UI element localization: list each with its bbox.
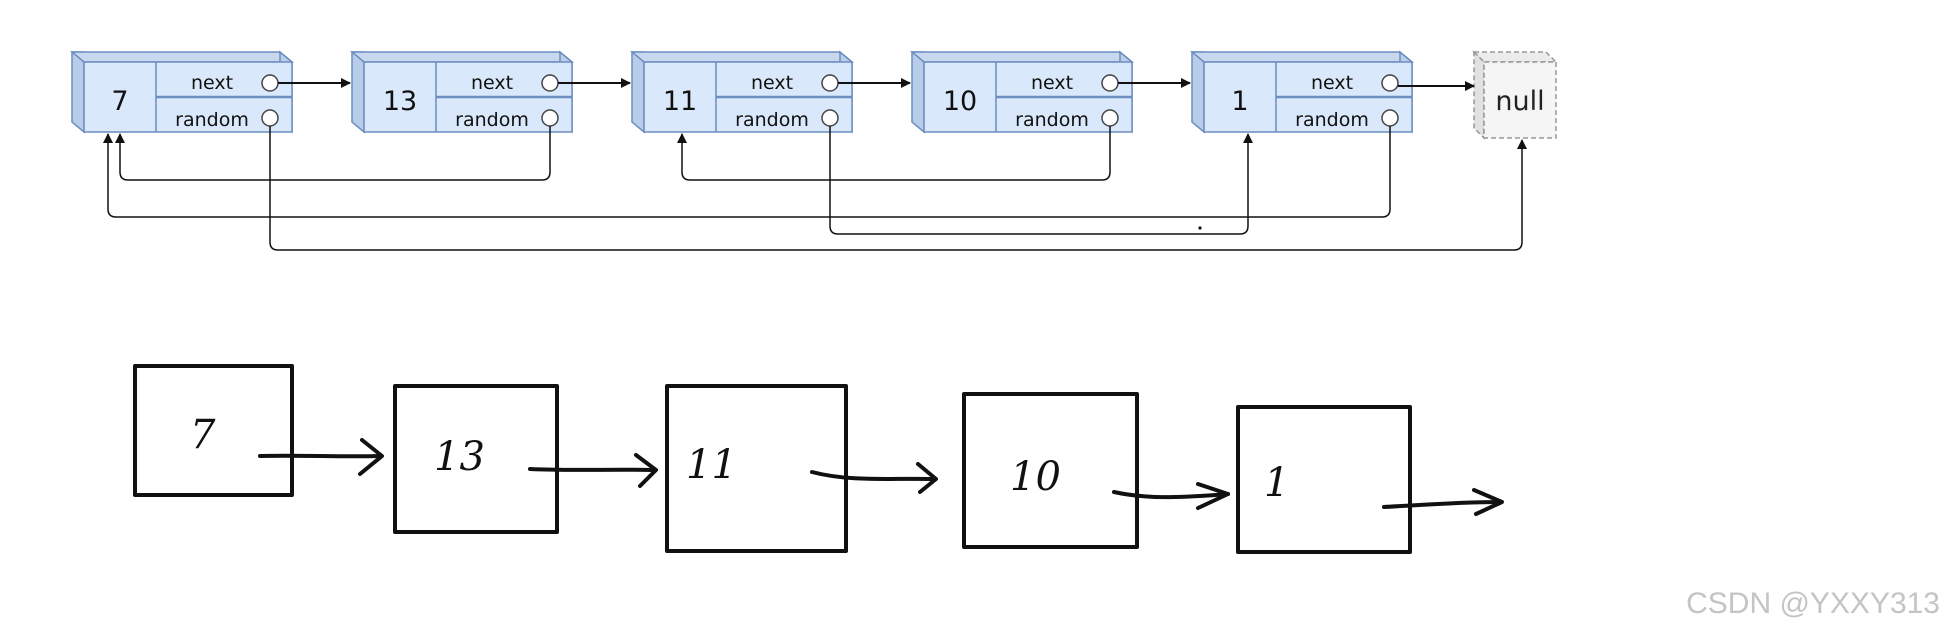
sketch-arrowhead — [634, 453, 658, 488]
next-field-label: next — [191, 72, 233, 94]
next-field-label: next — [751, 72, 793, 94]
node-value: 10 — [943, 86, 977, 117]
sketch-node-value: 11 — [686, 442, 737, 488]
next-pointer-dot — [541, 74, 559, 92]
sketch-arrowhead — [358, 438, 384, 476]
random-pointer-dot — [541, 109, 559, 127]
random-pointer-dot — [821, 109, 839, 127]
sketch-node-10: 10 — [962, 392, 1139, 549]
node-10: 10 next random — [909, 50, 1135, 134]
node-1: 1 next random — [1189, 50, 1415, 134]
null-node: null — [1472, 50, 1558, 140]
null-label: null — [1495, 86, 1544, 117]
random-field-label: random — [735, 109, 809, 131]
node-value: 7 — [111, 86, 128, 117]
sketch-node-value: 13 — [434, 434, 485, 480]
node-13: 13 next random — [349, 50, 575, 134]
next-field-label: next — [1311, 72, 1353, 94]
random-pointer-dot — [261, 109, 279, 127]
sketch-arrow — [810, 470, 936, 481]
sketch-node-7: 7 — [133, 364, 294, 497]
node-value: 1 — [1231, 86, 1248, 117]
next-pointer-dot — [1101, 74, 1119, 92]
random-arrow-10-to-11 — [677, 126, 1111, 181]
random-arrow-13-to-7 — [115, 126, 551, 181]
sketch-node-11: 11 — [665, 384, 848, 553]
next-arrows — [278, 78, 1475, 91]
next-field-label: next — [471, 72, 513, 94]
random-arrows — [103, 126, 1527, 251]
sketch-node-1: 1 — [1236, 405, 1412, 554]
watermark: CSDN @YXXY313 — [1686, 587, 1940, 620]
random-field-label: random — [455, 109, 529, 131]
node-value: 11 — [663, 86, 697, 117]
sketch-node-value: 7 — [190, 412, 216, 458]
node-11: 11 next random — [629, 50, 855, 134]
random-field-label: random — [1295, 109, 1369, 131]
random-pointer-dot — [1381, 109, 1399, 127]
sketch-node-value: 10 — [1010, 454, 1061, 500]
random-arrow-1-to-7 — [103, 126, 1391, 218]
sketch-arrowhead — [1472, 488, 1504, 516]
next-pointer-dot — [261, 74, 279, 92]
sketch-arrow — [1382, 500, 1502, 509]
random-arrow-11-to-1 — [829, 126, 1253, 235]
sketch-arrowhead — [916, 462, 938, 494]
random-field-label: random — [175, 109, 249, 131]
stray-dot — [1198, 226, 1202, 230]
random-field-label: random — [1015, 109, 1089, 131]
random-pointer-dot — [1101, 109, 1119, 127]
next-pointer-dot — [821, 74, 839, 92]
next-field-label: next — [1031, 72, 1073, 94]
sketch-node-value: 1 — [1264, 460, 1289, 506]
sketch-arrow — [258, 453, 382, 459]
sketch-arrow — [1112, 490, 1230, 500]
next-pointer-dot — [1381, 74, 1399, 92]
sketch-arrowhead — [1196, 482, 1230, 510]
node-7: 7 next random — [69, 50, 295, 134]
node-value: 13 — [383, 86, 417, 117]
sketch-arrow — [528, 467, 654, 472]
sketch-node-13: 13 — [393, 384, 559, 534]
sketch: 7 13 11 10 1 — [133, 364, 1504, 554]
random-arrow-7-to-null — [269, 126, 1527, 251]
